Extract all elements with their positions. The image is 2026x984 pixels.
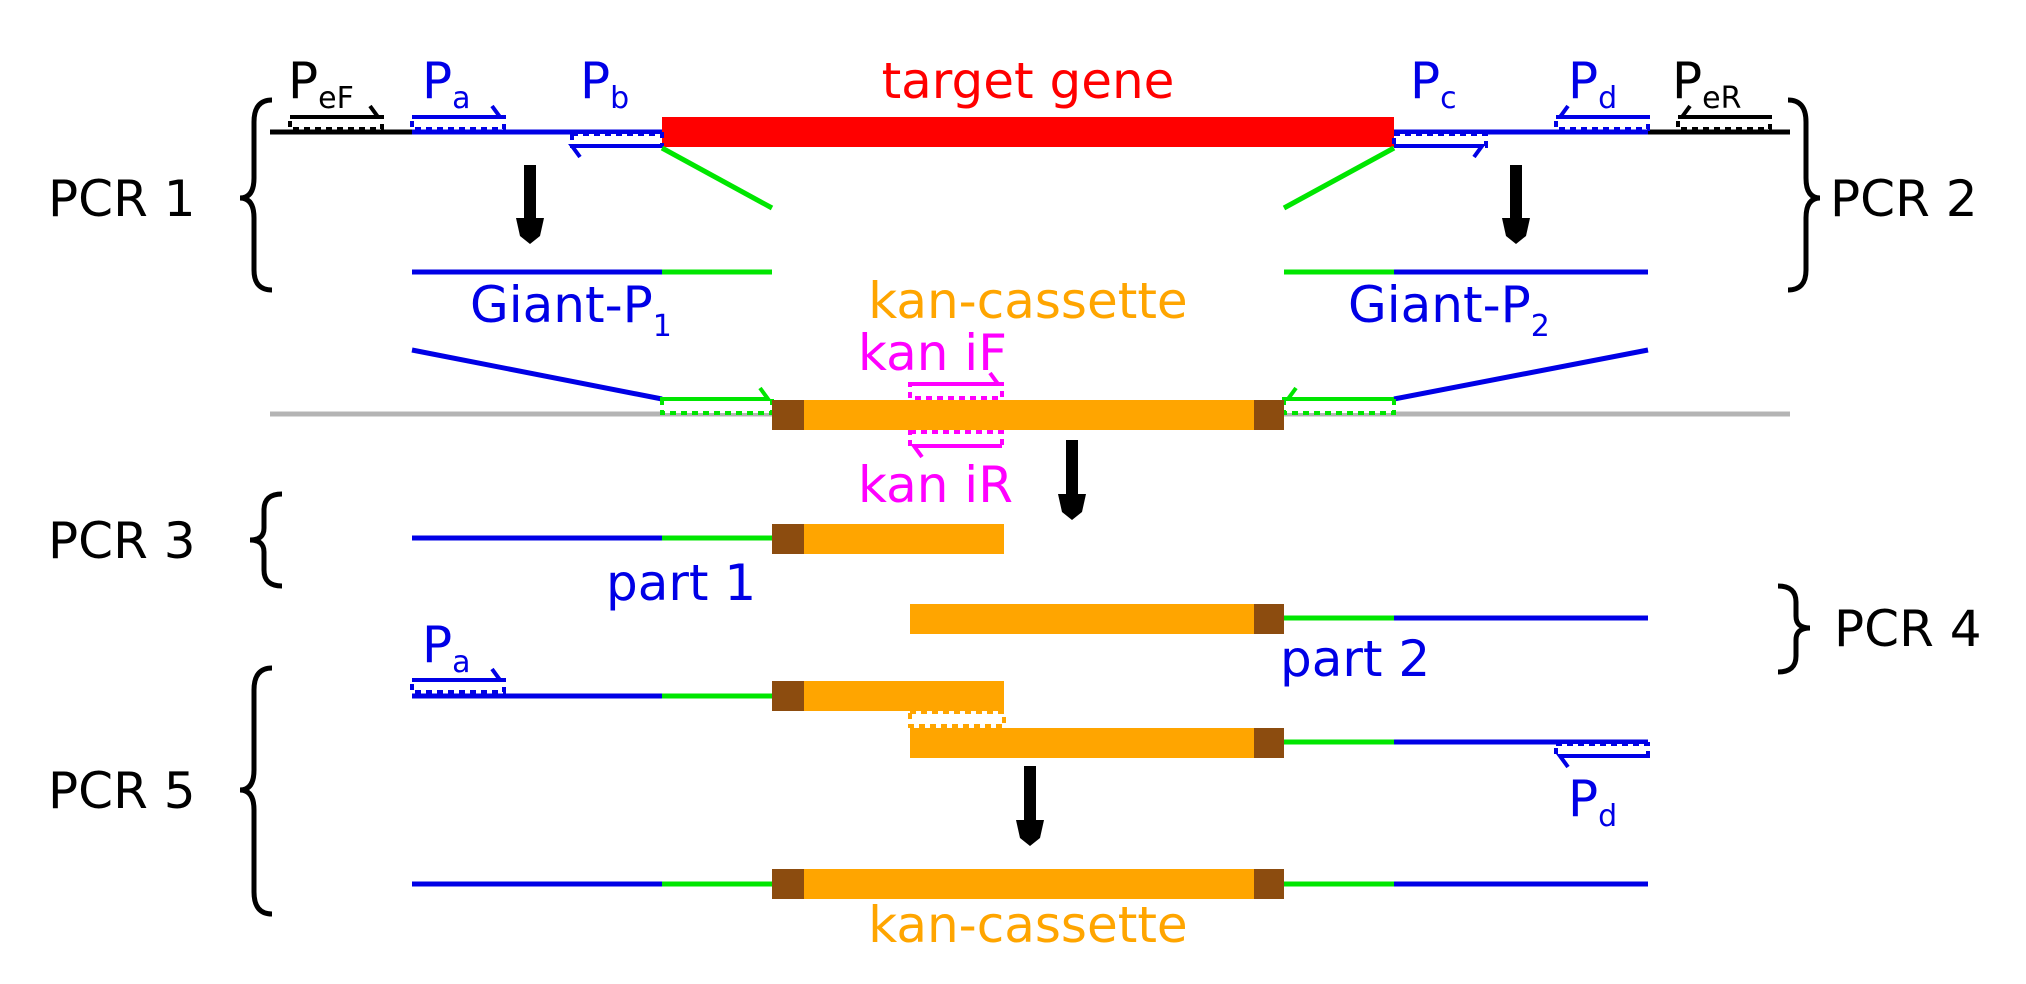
primer-pa: Pa [410, 52, 506, 131]
kan-cassette-template [772, 400, 1284, 430]
svg-text:Pb: Pb [580, 52, 629, 116]
primer-half-arrow-icon [1556, 104, 1648, 119]
down-arrow-icon [1502, 165, 1530, 244]
primer-pa-pcr5: Pa [410, 616, 506, 694]
giant-p2-label: Giant-P2 [1348, 276, 1550, 344]
primer-half-arrow-icon [290, 104, 382, 119]
primer-pc: Pc [1392, 52, 1488, 159]
primer-kan-if [908, 371, 1004, 400]
primer-half-arrow-icon [910, 371, 1002, 386]
giant-p1-annealed [411, 347, 774, 415]
pcr3-label: PCR 3 [48, 512, 196, 570]
primer-half-arrow-icon [1678, 104, 1770, 119]
down-arrow-icon [1058, 440, 1086, 520]
pcr4-label: PCR 4 [1834, 600, 1982, 658]
target-gene-bar [662, 117, 1394, 147]
kan-cassette-bottom-label: kan-cassette [868, 896, 1187, 954]
pcr5-part2-strand [910, 728, 1648, 758]
kan-if-label: kan iF [858, 324, 1007, 382]
giant-p2-annealed [1282, 347, 1649, 415]
svg-text:PeR: PeR [1672, 52, 1741, 116]
primer-half-arrow-icon [1556, 754, 1648, 769]
overlap-region [908, 710, 1006, 728]
curly-brace-icon [239, 665, 273, 917]
primer-pb: Pb [568, 52, 664, 159]
primer-half-arrow-icon [412, 104, 504, 119]
svg-text:Pd: Pd [1568, 770, 1617, 834]
kan-ir-label: kan iR [858, 456, 1013, 514]
part1-label: part 1 [606, 554, 756, 612]
pcr2-label: PCR 2 [1830, 170, 1978, 228]
svg-text:PeF: PeF [288, 52, 354, 116]
giant-p1-label: Giant-P1 [470, 276, 672, 344]
pcr5-label: PCR 5 [48, 762, 196, 820]
primer-kan-ir [908, 430, 1004, 459]
svg-text:Pd: Pd [1568, 52, 1617, 116]
curly-brace-icon [249, 491, 283, 589]
final-product-strand [412, 869, 1648, 899]
primer-half-arrow-icon [910, 444, 1002, 459]
pc-green-tail [1282, 145, 1396, 211]
svg-text:Pc: Pc [1410, 52, 1457, 116]
curly-brace-icon [1777, 583, 1811, 675]
primer-half-arrow-icon [1284, 386, 1394, 401]
primer-half-arrow-icon [662, 386, 772, 401]
primer-half-arrow-icon [1394, 144, 1486, 159]
primer-pd: Pd [1554, 52, 1650, 131]
kan-cassette-top-label: kan-cassette [868, 272, 1187, 330]
pb-green-tail [660, 145, 774, 211]
primer-half-arrow-icon [568, 144, 662, 159]
pcr5-part1-strand [412, 681, 1004, 711]
down-arrow-icon [516, 165, 544, 244]
primer-peF: PeF [288, 52, 384, 131]
part2-label: part 2 [1280, 630, 1430, 688]
svg-text:Pa: Pa [422, 616, 471, 680]
pcr1-label: PCR 1 [48, 170, 196, 228]
primer-half-arrow-icon [412, 667, 504, 682]
down-arrow-icon [1016, 766, 1044, 846]
primer-pd-pcr5: Pd [1554, 742, 1650, 834]
target-gene-label: target gene [882, 52, 1175, 110]
curly-brace-icon [239, 97, 273, 293]
part2-strand [910, 604, 1648, 634]
svg-text:Pa: Pa [422, 52, 471, 116]
part1-strand [412, 524, 1004, 554]
curly-brace-icon [1787, 97, 1821, 293]
primer-peR: PeR [1672, 52, 1772, 131]
genome-strand [270, 117, 1790, 147]
